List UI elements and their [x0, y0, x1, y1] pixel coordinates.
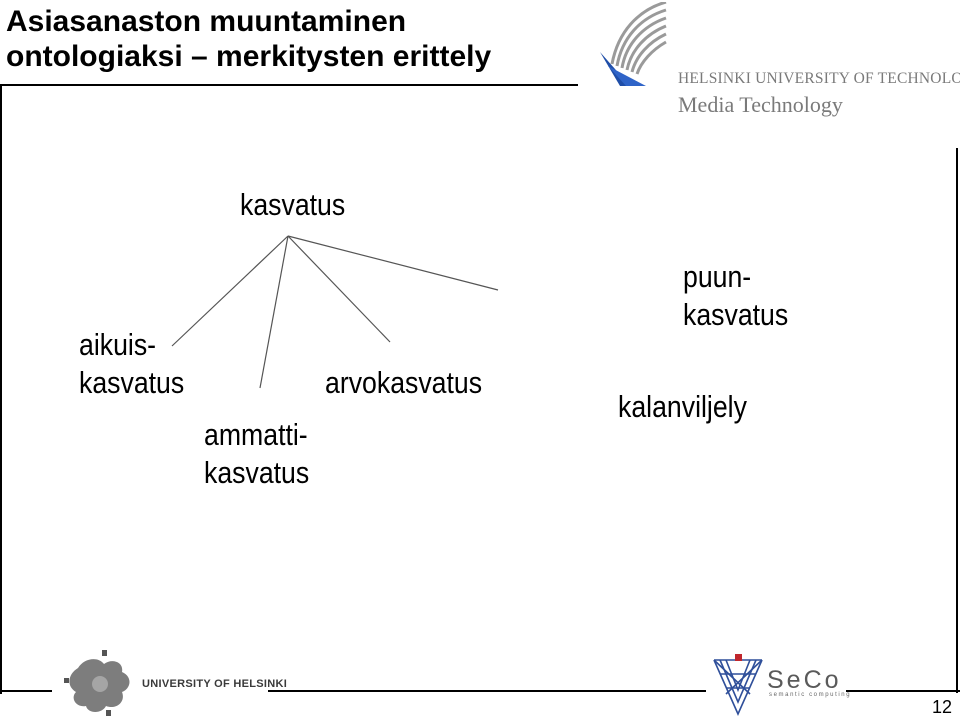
hut-name: HELSINKI UNIVERSITY OF TECHNOLOGY: [678, 70, 960, 87]
title-line-2: ontologiaksi – merkitysten erittely: [6, 40, 492, 73]
node-puunkasvatus: puun- kasvatus: [683, 258, 788, 334]
slide-title: Asiasanaston muuntaminen ontologiaksi – …: [6, 4, 491, 74]
frame-bottom-rule: [0, 690, 960, 692]
frame-left-rule: [0, 84, 2, 694]
node-kasvatus: kasvatus: [240, 187, 346, 222]
hut-department: Media Technology: [678, 92, 843, 117]
frame-top-rule: [0, 84, 578, 86]
node-puunkasvatus-line2: kasvatus: [683, 297, 789, 332]
node-ammattikasvatus-line1: ammatti-: [204, 417, 308, 452]
title-line-1: Asiasanaston muuntaminen: [6, 5, 407, 38]
node-aikuiskasvatus-line1: aikuis-: [79, 327, 157, 362]
seco-logo-area: [706, 650, 846, 720]
page-number: 12: [931, 697, 952, 717]
node-aikuiskasvatus: aikuis- kasvatus: [79, 326, 184, 402]
edge-to-ammattikasvatus: [259, 235, 289, 389]
seco-logo-icon: [713, 654, 763, 716]
node-puunkasvatus-line1: puun-: [683, 259, 752, 294]
node-arvokasvatus: arvokasvatus: [325, 365, 483, 400]
edge-to-puunkasvatus: [287, 235, 499, 291]
node-aikuiskasvatus-line2: kasvatus: [79, 365, 185, 400]
uh-name: UNIVERSITY OF HELSINKI: [140, 678, 290, 690]
node-kalanviljely: kalanviljely: [618, 389, 747, 424]
seco-name: SeCo: [767, 666, 842, 694]
seco-tagline: semantic computing: [769, 692, 852, 698]
frame-right-rule: [956, 148, 958, 693]
edge-to-arvokasvatus: [287, 235, 391, 343]
edge-to-aikuiskasvatus: [171, 235, 289, 347]
hut-logo-icon: [600, 2, 667, 86]
node-ammattikasvatus-line2: kasvatus: [204, 455, 310, 490]
uh-emblem-icon: [64, 650, 130, 716]
node-ammattikasvatus: ammatti- kasvatus: [204, 416, 309, 492]
